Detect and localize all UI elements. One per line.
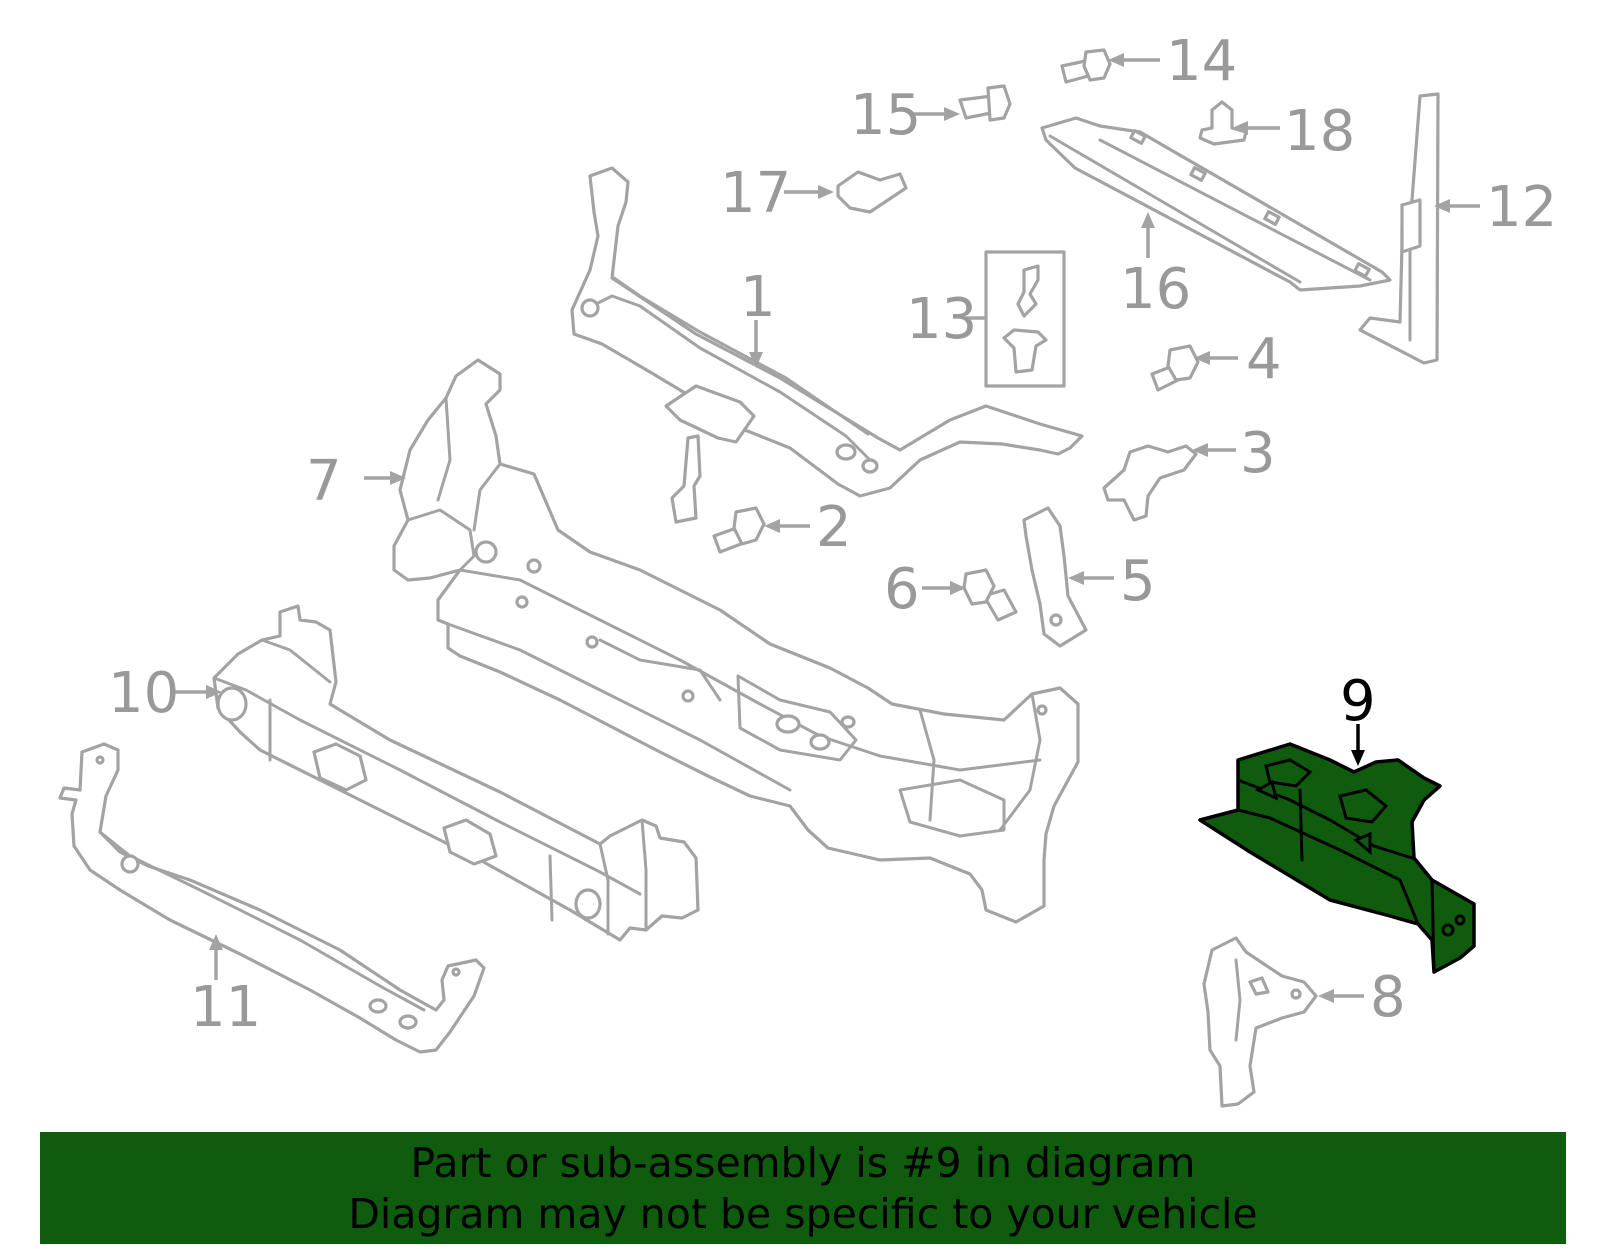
callout-13: 13 bbox=[906, 287, 977, 352]
callout-11: 11 bbox=[190, 975, 261, 1040]
banner-line-1: Part or sub-assembly is #9 in diagram bbox=[410, 1139, 1196, 1187]
callout-2: 2 bbox=[816, 495, 852, 560]
banner-line-2: Diagram may not be specific to your vehi… bbox=[348, 1190, 1258, 1238]
part-3 bbox=[1102, 444, 1198, 522]
callout-12: 12 bbox=[1486, 175, 1557, 240]
part-9-highlighted bbox=[1198, 742, 1476, 974]
part-16 bbox=[1040, 116, 1392, 292]
callout-5: 5 bbox=[1120, 549, 1156, 614]
part-12 bbox=[1358, 92, 1440, 365]
callout-10: 10 bbox=[108, 661, 179, 726]
part-1 bbox=[570, 166, 1084, 524]
part-15 bbox=[958, 84, 1012, 122]
callout-15: 15 bbox=[850, 83, 921, 148]
callout-3: 3 bbox=[1240, 421, 1276, 486]
part-13 bbox=[984, 250, 1066, 388]
callout-4: 4 bbox=[1246, 327, 1282, 392]
callout-17: 17 bbox=[720, 161, 791, 226]
callout-6: 6 bbox=[884, 557, 920, 622]
part-4 bbox=[1150, 344, 1200, 392]
callout-labels: 1 2 3 4 5 6 7 8 9 10 11 12 13 14 15 16 1… bbox=[108, 29, 1557, 1040]
info-banner: Part or sub-assembly is #9 in diagram Di… bbox=[40, 1132, 1566, 1244]
part-5 bbox=[1022, 506, 1088, 648]
part-14 bbox=[1060, 48, 1112, 84]
part-18 bbox=[1198, 100, 1248, 146]
part-10 bbox=[212, 604, 700, 942]
part-8 bbox=[1202, 936, 1318, 1108]
callout-1: 1 bbox=[740, 265, 776, 330]
part-2 bbox=[712, 506, 766, 554]
callout-9: 9 bbox=[1340, 669, 1376, 734]
leader-lines bbox=[172, 53, 1480, 1003]
callout-7: 7 bbox=[306, 449, 342, 514]
part-6 bbox=[962, 568, 1018, 622]
callout-16: 16 bbox=[1120, 257, 1191, 322]
callout-14: 14 bbox=[1166, 29, 1237, 94]
callout-18: 18 bbox=[1284, 99, 1355, 164]
part-11 bbox=[58, 742, 486, 1054]
part-17 bbox=[836, 170, 908, 214]
callout-8: 8 bbox=[1370, 965, 1406, 1030]
part-7 bbox=[392, 358, 1080, 924]
